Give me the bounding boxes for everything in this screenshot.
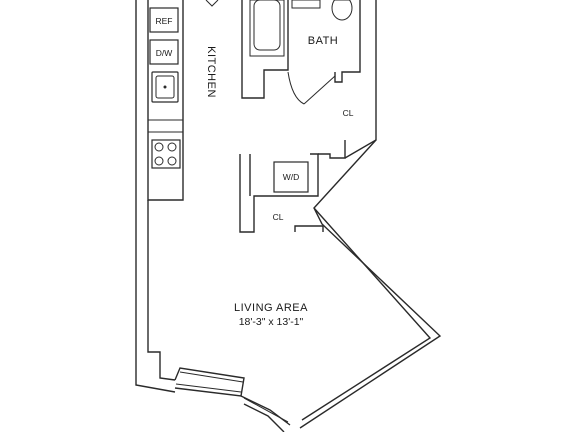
diagonal-exterior-wall [299, 139, 442, 429]
kitchen-label: KITCHEN [205, 46, 217, 98]
washer-dryer-label: W/D [283, 172, 300, 182]
closet-lower-label: CL [273, 212, 284, 222]
bath-left-wall [241, 0, 289, 99]
vanity-sink [291, 0, 321, 9]
kitchen-sink-icon [151, 71, 179, 103]
bay-window-glass [175, 371, 244, 393]
bay-window [174, 367, 245, 397]
washer-dryer-box [273, 161, 309, 193]
diagonal-exterior-wall-inner [301, 207, 432, 421]
bottom-angled-wall-line [243, 397, 289, 423]
living-area-dimensions: 18'-3" x 13'-1" [239, 316, 304, 328]
counter-edge [148, 119, 183, 133]
bath-lower-wall [334, 0, 361, 83]
wd-closet-wall [239, 153, 319, 233]
bath-label: BATH [308, 35, 339, 47]
stove-icon [151, 139, 181, 169]
bath-door-swing [287, 71, 305, 105]
entry-door-swing [205, 0, 219, 7]
closet-lower-wall [294, 225, 324, 232]
refrigerator-label: REF [156, 16, 173, 26]
living-area-label: LIVING AREA [234, 302, 308, 314]
bottom-angled-wall [240, 395, 291, 432]
left-exterior-wall [135, 0, 176, 393]
bathtub-icon [249, 0, 285, 57]
dishwasher-label: D/W [156, 48, 173, 58]
closet-upper-wall [318, 140, 346, 159]
bath-door-leaf [303, 75, 336, 105]
left-interior-wall-line [147, 200, 176, 381]
kitchen-counter [147, 0, 184, 201]
toilet-icon [331, 0, 353, 21]
refrigerator-box [149, 7, 179, 33]
dishwasher-box [149, 39, 179, 65]
closet-upper-label: CL [343, 108, 354, 118]
